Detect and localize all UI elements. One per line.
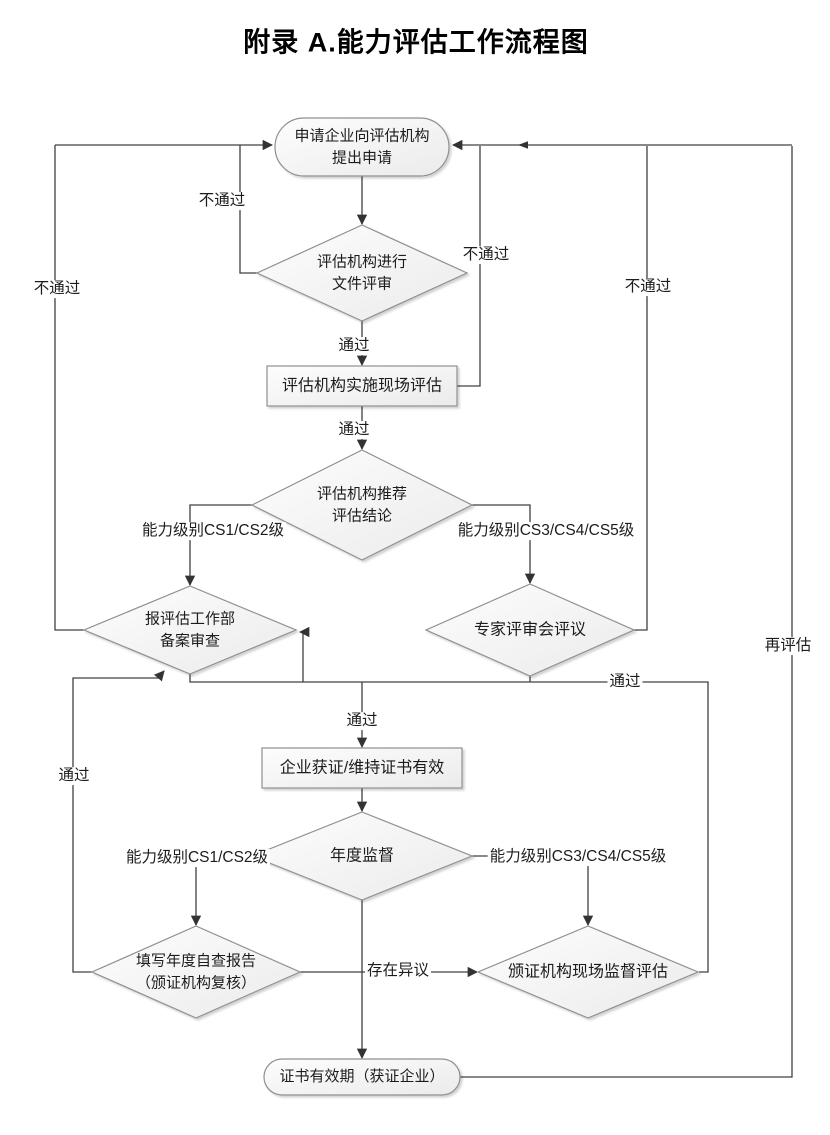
node-filing-review-shape <box>82 585 298 675</box>
edge-label-fail-onsite: 不通过 <box>460 246 512 264</box>
edge-label-cs12-conclusion: 能力级别CS1/CS2级 <box>139 522 287 540</box>
edge-label-reassess: 再评估 <box>762 637 814 655</box>
edge-docreview-fail-loop <box>239 145 257 274</box>
node-certified-shape <box>261 747 463 789</box>
node-doc-review-shape <box>255 224 469 322</box>
edge-bottom-bus <box>189 674 709 973</box>
edge-onsite-fail-loop <box>457 146 481 387</box>
edge-label-cs12-supervision: 能力级别CS1/CS2级 <box>123 849 271 867</box>
edge-label-cs345-conclusion: 能力级别CS3/CS4/CS5级 <box>455 522 637 540</box>
edge-supervision-to-onsitesup <box>472 855 594 927</box>
node-start-label: 申请企业向评估机构 提出申请 <box>294 127 430 166</box>
node-annual-supervision-shape <box>250 811 474 901</box>
edge-label-pass-to-certified: 通过 <box>344 712 380 730</box>
node-onsite-assessment-shape <box>266 365 458 407</box>
node-onsite-supervision-shape <box>476 925 700 1019</box>
edge-label-fail-filing: 不通过 <box>31 280 83 298</box>
node-filing-review-label: 报评估工作部 备案审查 <box>144 610 236 649</box>
node-onsite-supervision-label: 颁证机构现场监督评估 <box>507 963 669 981</box>
page-title: 附录 A.能力评估工作流程图 <box>243 27 589 58</box>
edge-label-pass-selfcheck-loop: 通过 <box>56 767 92 785</box>
node-start-shape <box>274 117 450 177</box>
node-certified-label: 企业获证/维持证书有效 <box>279 759 445 777</box>
node-doc-review-label: 评估机构进行 文件评审 <box>316 253 408 292</box>
edge-label-pass-docreview: 通过 <box>336 337 372 355</box>
edge-bus-into-filing <box>298 626 310 682</box>
edge-conclusion-to-filing <box>184 504 252 587</box>
connector-lines <box>54 139 793 1078</box>
node-self-check-label: 填写年度自查报告 （颁证机构复核） <box>135 952 257 991</box>
node-self-check-shape <box>90 925 302 1019</box>
node-certificate-valid-shape <box>263 1058 461 1096</box>
node-expert-panel-label: 专家评审会评议 <box>473 621 587 639</box>
mid-bus-arrowhead <box>518 141 528 149</box>
edge-label-pass-onsite: 通过 <box>336 421 372 439</box>
node-recommend-conclusion-shape <box>250 449 474 561</box>
edge-label-cs345-supervision: 能力级别CS3/CS4/CS5级 <box>487 848 669 866</box>
edge-label-fail-expert: 不通过 <box>622 278 674 296</box>
edge-label-fail-docreview: 不通过 <box>196 192 248 210</box>
node-recommend-conclusion-label: 评估机构推荐 评估结论 <box>316 485 408 524</box>
node-onsite-assessment-label: 评估机构实施现场评估 <box>281 377 443 395</box>
edge-filing-fail-loop <box>54 145 84 631</box>
node-expert-panel-shape <box>424 583 636 677</box>
edge-conclusion-to-expert <box>472 504 536 585</box>
node-annual-supervision-label: 年度监督 <box>329 847 395 865</box>
node-shapes <box>82 117 700 1096</box>
edge-expert-fail-loop <box>634 146 648 631</box>
edge-reassess-loop <box>460 146 793 1078</box>
edge-selfcheck-pass-loop <box>72 670 165 973</box>
edge-label-objection: 存在异议 <box>364 962 432 980</box>
edge-label-pass-supervision-loop: 通过 <box>607 673 643 691</box>
node-certificate-valid-label: 证书有效期（获证企业） <box>279 1068 445 1086</box>
